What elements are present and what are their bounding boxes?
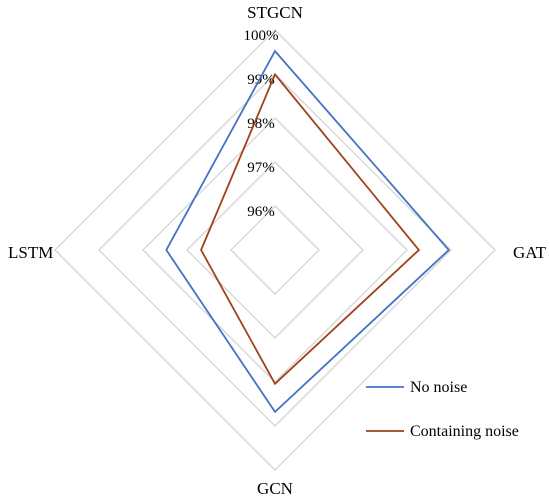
tick-labels: 96% 97% 98% 99% 100% xyxy=(244,28,279,220)
tick-label: 97% xyxy=(247,160,275,176)
tick-label: 96% xyxy=(247,204,275,220)
axis-labels: STGCN GAT GCN LSTM xyxy=(8,3,547,498)
tick-label: 100% xyxy=(244,28,279,44)
axis-label-gcn: GCN xyxy=(257,479,293,498)
radar-grid xyxy=(54,29,496,471)
tick-label: 98% xyxy=(247,116,275,132)
legend-label-containing-noise: Containing noise xyxy=(410,423,519,440)
axis-label-lstm: LSTM xyxy=(8,243,53,262)
grid-ring-2 xyxy=(186,161,364,339)
series-layer xyxy=(165,49,451,414)
grid-ring-1 xyxy=(230,205,320,295)
axis-label-stgcn: STGCN xyxy=(247,3,303,22)
legend: No noise Containing noise xyxy=(366,379,519,440)
series-no-noise xyxy=(165,49,451,414)
grid-ring-4 xyxy=(98,73,452,427)
series-containing-noise xyxy=(200,72,421,386)
legend-label-no-noise: No noise xyxy=(410,379,467,396)
axis-label-gat: GAT xyxy=(513,243,547,262)
grid-ring-5 xyxy=(54,29,496,471)
tick-label: 99% xyxy=(247,72,275,88)
